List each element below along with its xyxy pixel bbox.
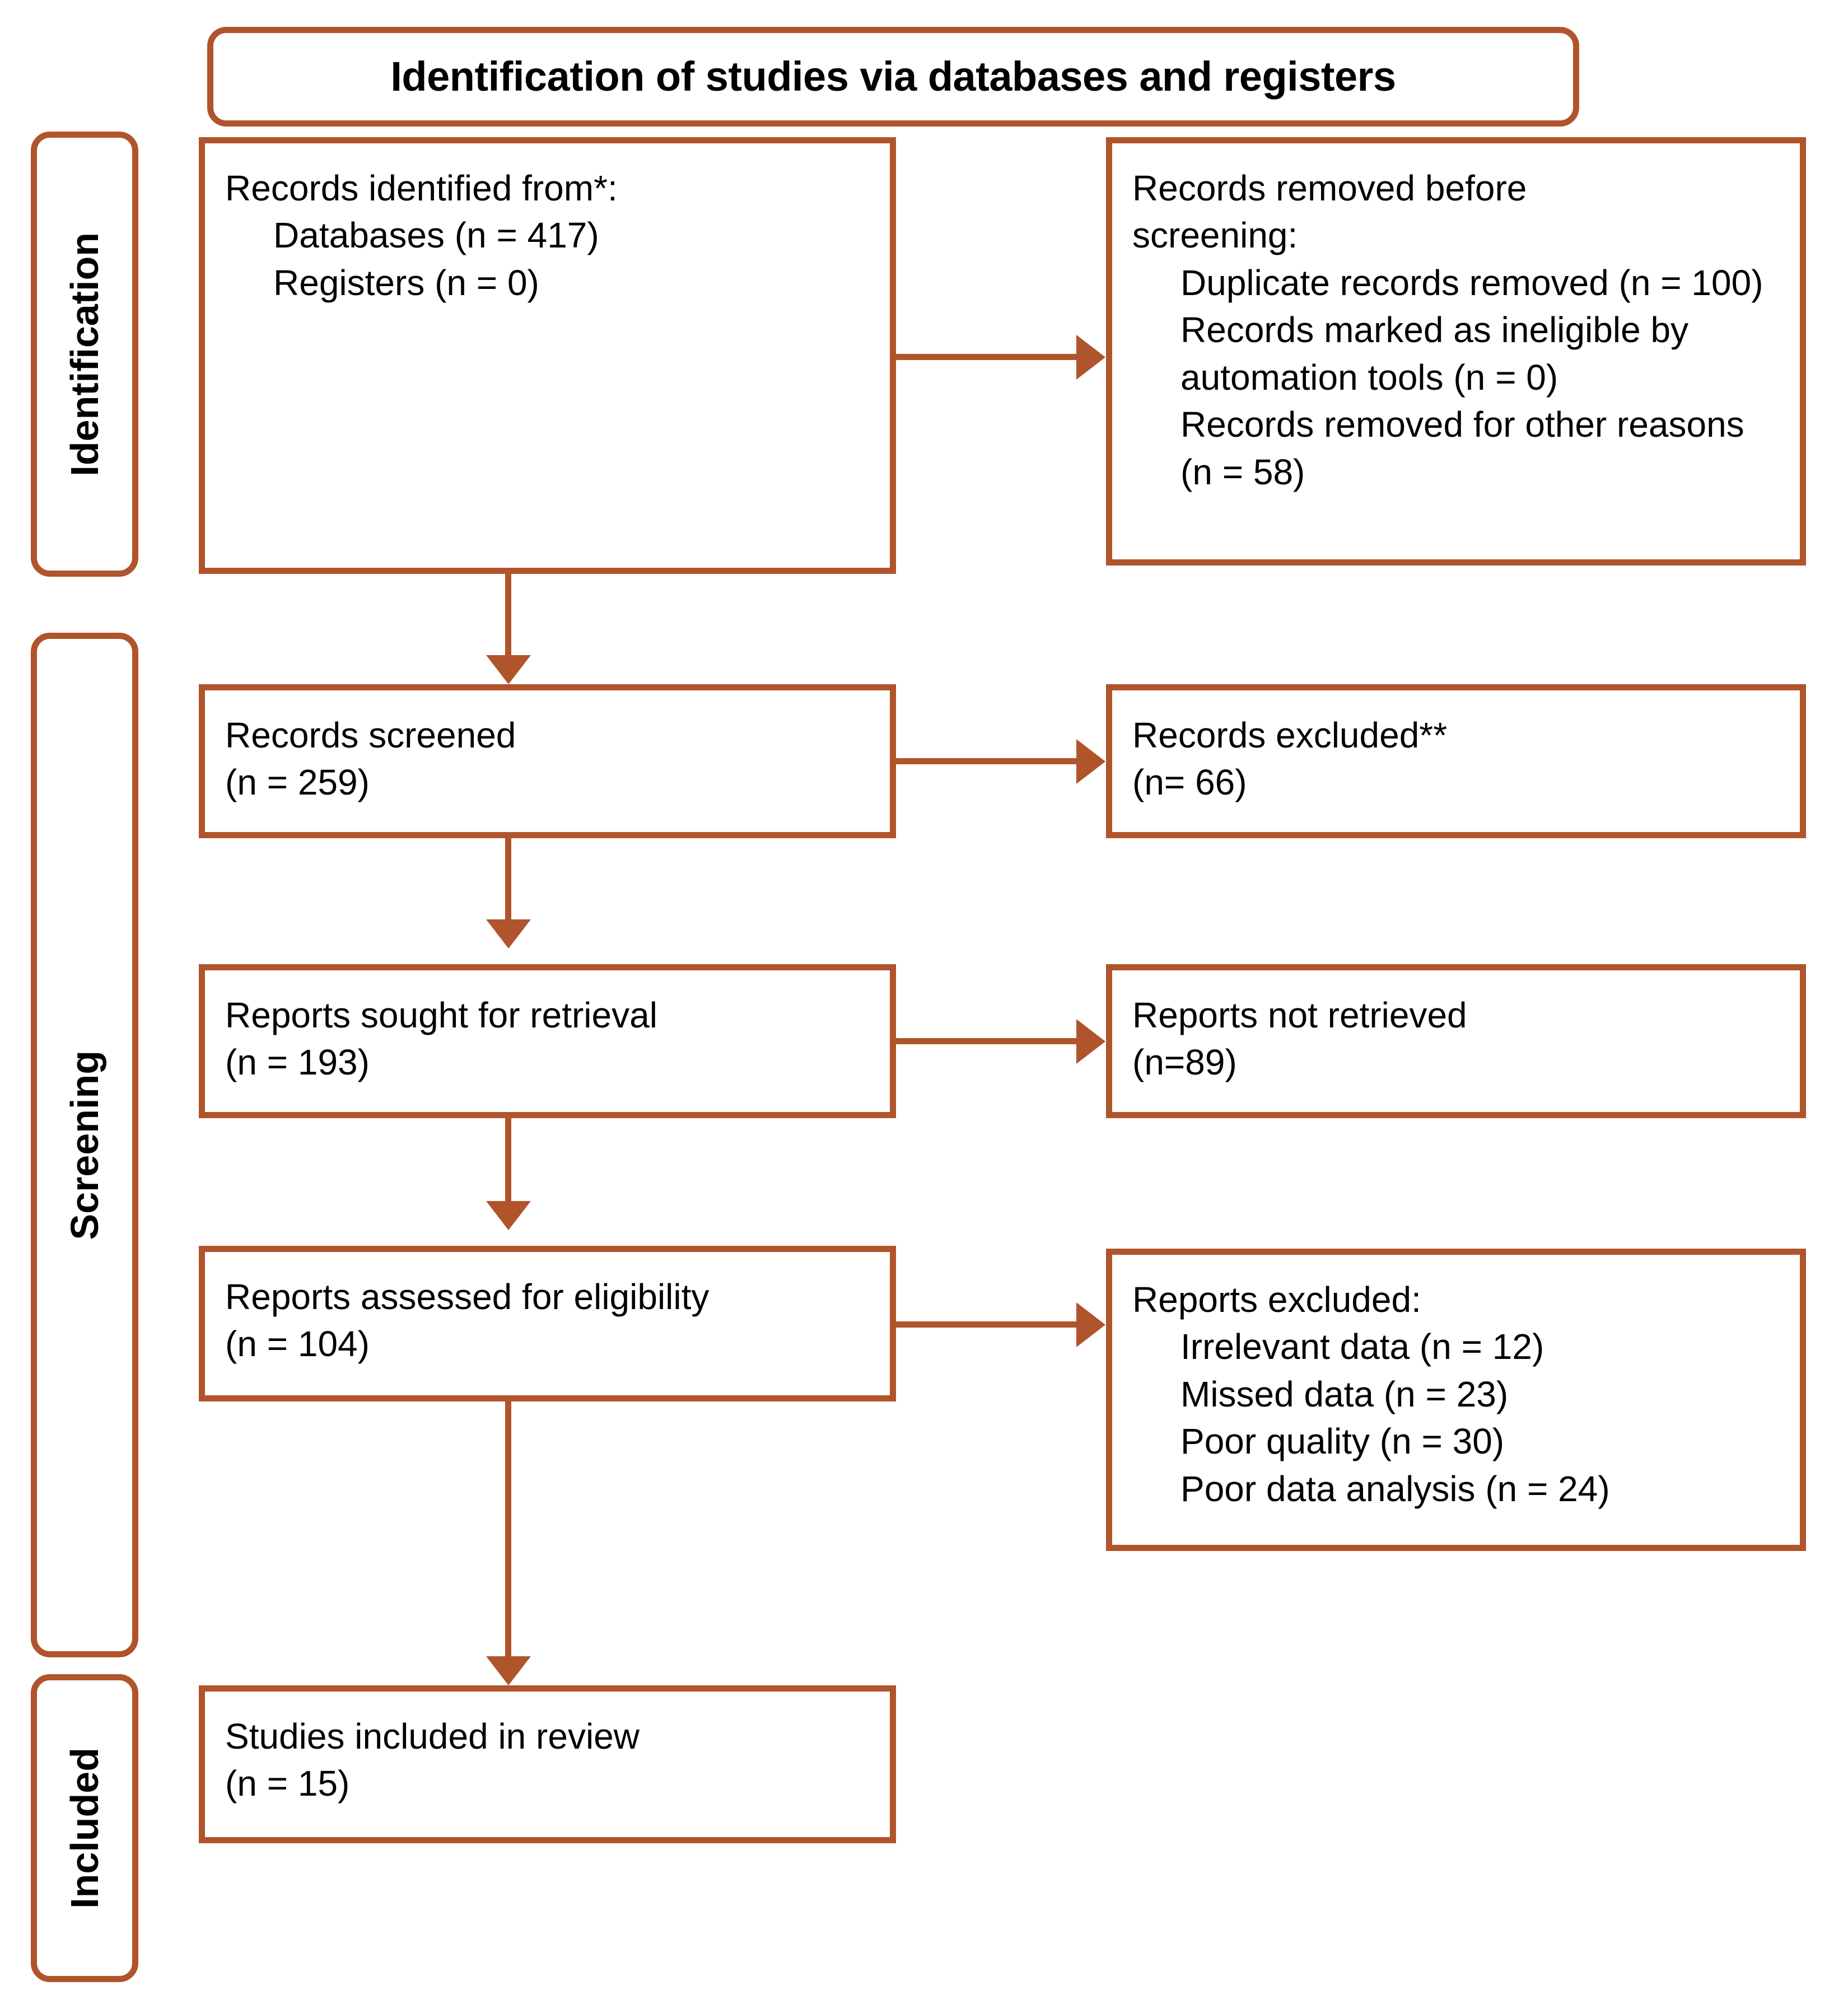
connector-sought-to-assessed-arrowhead-icon	[486, 1201, 531, 1230]
reports-excluded-heading: Reports excluded:	[1132, 1279, 1421, 1320]
connector-assessed-to-reports-excluded-arrowhead-icon	[1076, 1302, 1105, 1347]
reports-assessed-count: (n = 104)	[225, 1324, 370, 1365]
reports-not-retrieved-label: Reports not retrieved	[1132, 995, 1467, 1035]
box-studies-included-in-review: Studies included in review (n = 15)	[199, 1685, 896, 1843]
connector-assessed-to-included-arrowhead-icon	[486, 1656, 531, 1685]
box-records-identified: Records identified from*: Databases (n =…	[199, 137, 896, 574]
connector-screened-to-excluded-arrowhead-icon	[1076, 739, 1105, 784]
records-removed-item-other: Records removed for other reasons (n = 5…	[1180, 404, 1744, 492]
records-identified-item-databases: Databases (n = 417)	[273, 215, 599, 256]
reports-excluded-item-poor-analysis: Poor data analysis (n = 24)	[1180, 1468, 1610, 1509]
records-screened-label: Records screened	[225, 715, 516, 755]
stage-label-identification: Identification	[31, 132, 138, 577]
records-removed-item-automation: Records marked as ineligible by automati…	[1180, 310, 1689, 398]
stage-label-included: Included	[31, 1674, 138, 1982]
studies-included-label: Studies included in review	[225, 1716, 640, 1756]
records-removed-item-duplicates: Duplicate records removed (n = 100)	[1180, 262, 1763, 303]
page-title: Identification of studies via databases …	[390, 53, 1396, 100]
records-identified-item-registers: Registers (n = 0)	[273, 262, 539, 303]
reports-sought-label: Reports sought for retrieval	[225, 995, 657, 1035]
connector-assessed-to-reports-excluded-line	[896, 1321, 1081, 1328]
reports-not-retrieved-count: (n=89)	[1132, 1042, 1237, 1083]
connector-screened-to-sought-line	[505, 838, 511, 919]
box-records-screened: Records screened (n = 259)	[199, 684, 896, 838]
connector-identified-to-removed-line	[896, 354, 1081, 360]
connector-identified-to-screened-line	[505, 574, 511, 655]
connector-sought-to-assessed-line	[505, 1118, 511, 1201]
connector-identified-to-removed-arrowhead-icon	[1076, 335, 1105, 380]
box-reports-not-retrieved: Reports not retrieved (n=89)	[1106, 964, 1806, 1118]
records-identified-heading: Records identified from*:	[225, 168, 618, 208]
connector-screened-to-excluded-line	[896, 758, 1081, 764]
records-excluded-label: Records excluded**	[1132, 715, 1448, 755]
stage-label-identification-text: Identification	[63, 232, 106, 476]
connector-sought-to-not-retrieved-arrowhead-icon	[1076, 1019, 1105, 1064]
diagram-title-banner: Identification of studies via databases …	[207, 27, 1579, 127]
records-removed-heading-line2: screening:	[1132, 215, 1298, 256]
box-reports-excluded: Reports excluded: Irrelevant data (n = 1…	[1106, 1249, 1806, 1551]
reports-excluded-item-irrelevant: Irrelevant data (n = 12)	[1180, 1326, 1544, 1367]
reports-sought-count: (n = 193)	[225, 1042, 370, 1083]
connector-screened-to-sought-arrowhead-icon	[486, 919, 531, 949]
stage-label-screening: Screening	[31, 633, 138, 1657]
stage-label-screening-text: Screening	[63, 1050, 106, 1240]
box-reports-sought-for-retrieval: Reports sought for retrieval (n = 193)	[199, 964, 896, 1118]
connector-assessed-to-included-line	[505, 1401, 511, 1656]
reports-excluded-item-poor-quality: Poor quality (n = 30)	[1180, 1421, 1505, 1462]
reports-assessed-label: Reports assessed for eligibility	[225, 1277, 710, 1317]
stage-label-included-text: Included	[63, 1748, 106, 1909]
box-records-removed-before-screening: Records removed before screening: Duplic…	[1106, 137, 1806, 566]
box-reports-assessed-for-eligibility: Reports assessed for eligibility (n = 10…	[199, 1246, 896, 1401]
records-excluded-count: (n= 66)	[1132, 762, 1247, 803]
records-screened-count: (n = 259)	[225, 762, 370, 803]
connector-identified-to-screened-arrowhead-icon	[486, 655, 531, 684]
studies-included-count: (n = 15)	[225, 1763, 350, 1804]
connector-sought-to-not-retrieved-line	[896, 1038, 1081, 1044]
box-records-excluded: Records excluded** (n= 66)	[1106, 684, 1806, 838]
records-removed-heading-line1: Records removed before	[1132, 168, 1527, 208]
reports-excluded-item-missed: Missed data (n = 23)	[1180, 1373, 1509, 1414]
